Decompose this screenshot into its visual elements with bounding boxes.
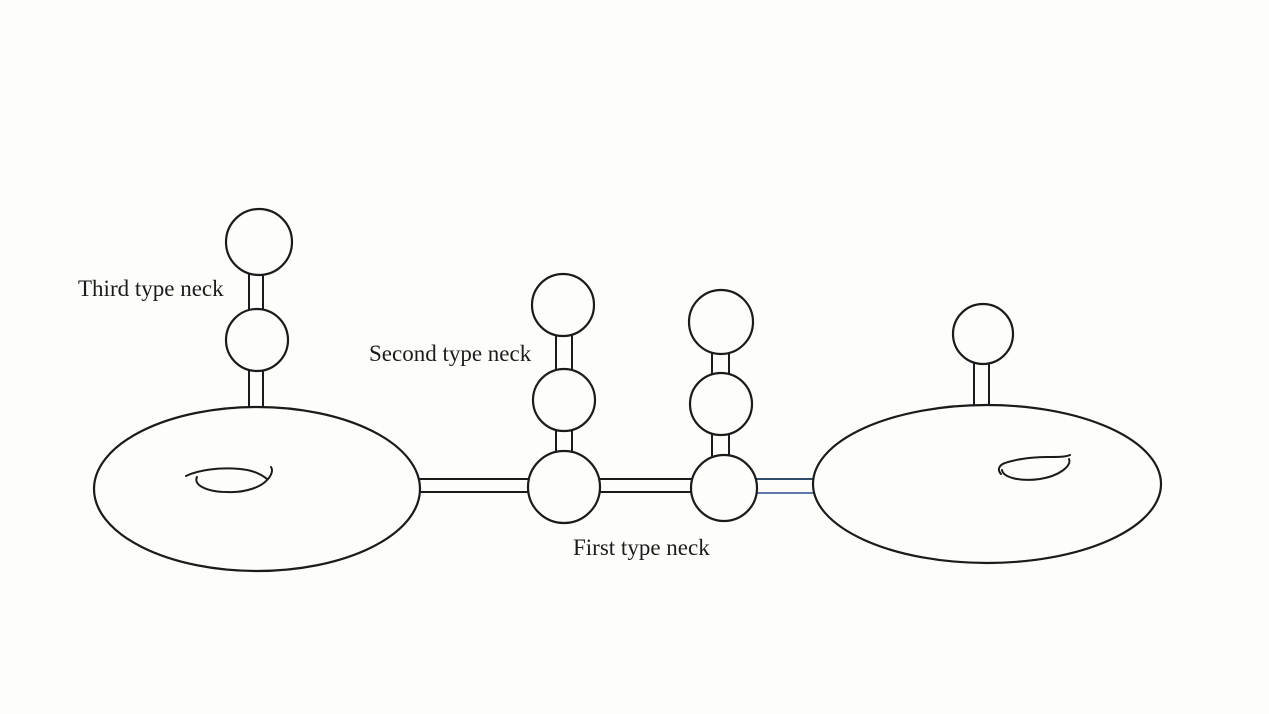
- right-torus-body: [811, 403, 1163, 565]
- tori: [92, 403, 1163, 573]
- label-second-type-neck: Second type neck: [369, 341, 532, 366]
- labels: Third type neck Second type neck First t…: [78, 276, 710, 560]
- right-stack-neck-upper: [711, 350, 730, 376]
- sphere-main-left: [526, 449, 602, 525]
- sphere-second-chain-middle: [531, 367, 597, 433]
- neck-sphere-to-sphere: [598, 478, 695, 493]
- left-torus-hole: [185, 466, 273, 494]
- third-type-neck-upper: [248, 271, 264, 313]
- sphere-right-torus-top: [951, 302, 1015, 366]
- right-torus-hole: [997, 454, 1071, 481]
- right-torus-top-neck: [973, 362, 990, 409]
- sphere-third-chain-top: [224, 207, 294, 277]
- neck-left-torus-to-sphere: [416, 478, 532, 493]
- second-type-neck-lower: [555, 428, 573, 455]
- third-type-neck-lower: [248, 367, 264, 410]
- sphere-third-chain-middle: [224, 307, 290, 373]
- label-third-type-neck: Third type neck: [78, 276, 224, 301]
- right-stack-neck-lower: [711, 433, 730, 458]
- left-torus-body: [92, 405, 422, 573]
- label-first-type-neck: First type neck: [573, 535, 710, 560]
- spheres: [224, 207, 1015, 525]
- second-type-neck-upper: [555, 333, 573, 372]
- sphere-right-stack-middle: [688, 371, 754, 437]
- sphere-right-stack-top: [687, 288, 755, 356]
- sphere-main-right: [689, 453, 759, 523]
- sphere-second-chain-top: [530, 272, 596, 338]
- black-necks: [248, 271, 990, 493]
- first-type-neck: [754, 478, 817, 494]
